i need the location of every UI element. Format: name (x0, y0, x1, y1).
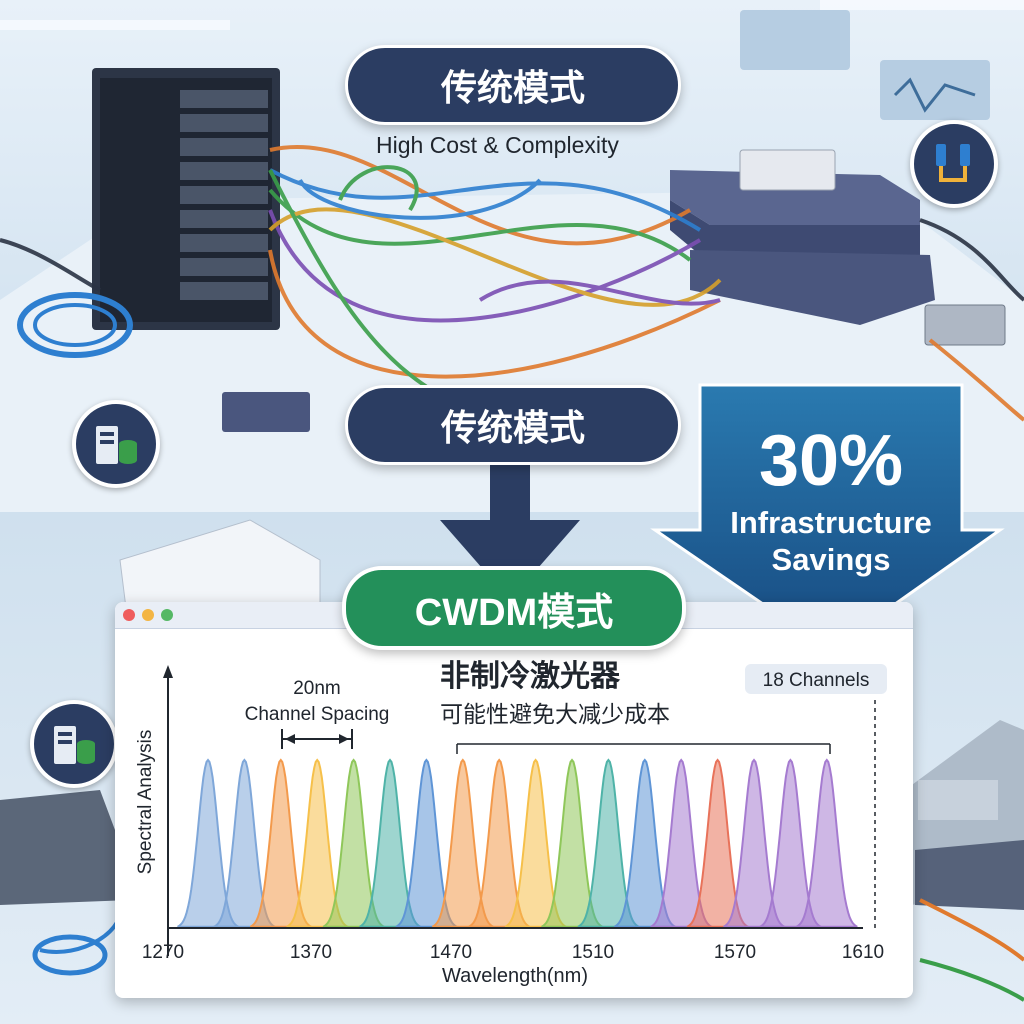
x-tick-label-1510: 1510 (572, 942, 614, 963)
spacing-arrow-right-icon (339, 734, 349, 744)
maximize-dot-icon[interactable] (161, 609, 173, 621)
spectrum-chart: 非制冷激光器 可能性避免大减少成本 18 Channels 20nm Chann… (135, 660, 887, 987)
cwdm-mode-header-label: CWDM模式 (414, 591, 614, 634)
x-tick-label-1610: 1610 (842, 942, 884, 963)
x-tick-label-1270: 1270 (142, 942, 184, 963)
server-database-badge-icon-2 (30, 700, 118, 788)
traditional-mode-middle-text: 传统模式 (440, 408, 585, 449)
traditional-mode-header-label: 传统模式 (440, 68, 585, 109)
connector-badge-icon (910, 120, 998, 208)
chart-subtitle: 可能性避免大减少成本 (440, 701, 670, 727)
x-axis-label: Wavelength(nm) (442, 965, 588, 987)
savings-percent: 30% (758, 421, 904, 501)
traditional-mode-header: 传统模式 (345, 45, 681, 125)
spacing-label-1: 20nm (293, 678, 341, 699)
cwdm-mode-header: CWDM模式 (342, 566, 686, 650)
server-database-badge-icon (72, 400, 160, 488)
channels-badge-label: 18 Channels (763, 670, 870, 691)
traditional-mode-middle-label: 传统模式 (345, 385, 681, 465)
spacing-arrow-left-icon (285, 734, 295, 744)
x-tick-label-1470: 1470 (430, 942, 472, 963)
chart-title: 非制冷激光器 (440, 660, 621, 693)
cost-complexity-subtitle: High Cost & Complexity (376, 132, 619, 158)
y-axis-label: Spectral Analysis (135, 730, 156, 875)
spacing-label-2: Channel Spacing (245, 704, 390, 725)
minimize-dot-icon[interactable] (142, 609, 154, 621)
spectral-peak-18 (795, 758, 858, 928)
savings-line-2: Savings (771, 542, 891, 577)
channels-badge (745, 664, 887, 694)
x-tick-label-1370: 1370 (290, 942, 332, 963)
x-tick-label-1570: 1570 (714, 942, 756, 963)
savings-line-1: Infrastructure (730, 505, 932, 540)
close-dot-icon[interactable] (123, 609, 135, 621)
spectral-analysis-window: 非制冷激光器 可能性避免大减少成本 18 Channels 20nm Chann… (115, 602, 913, 998)
y-axis-arrow-icon (163, 665, 173, 678)
